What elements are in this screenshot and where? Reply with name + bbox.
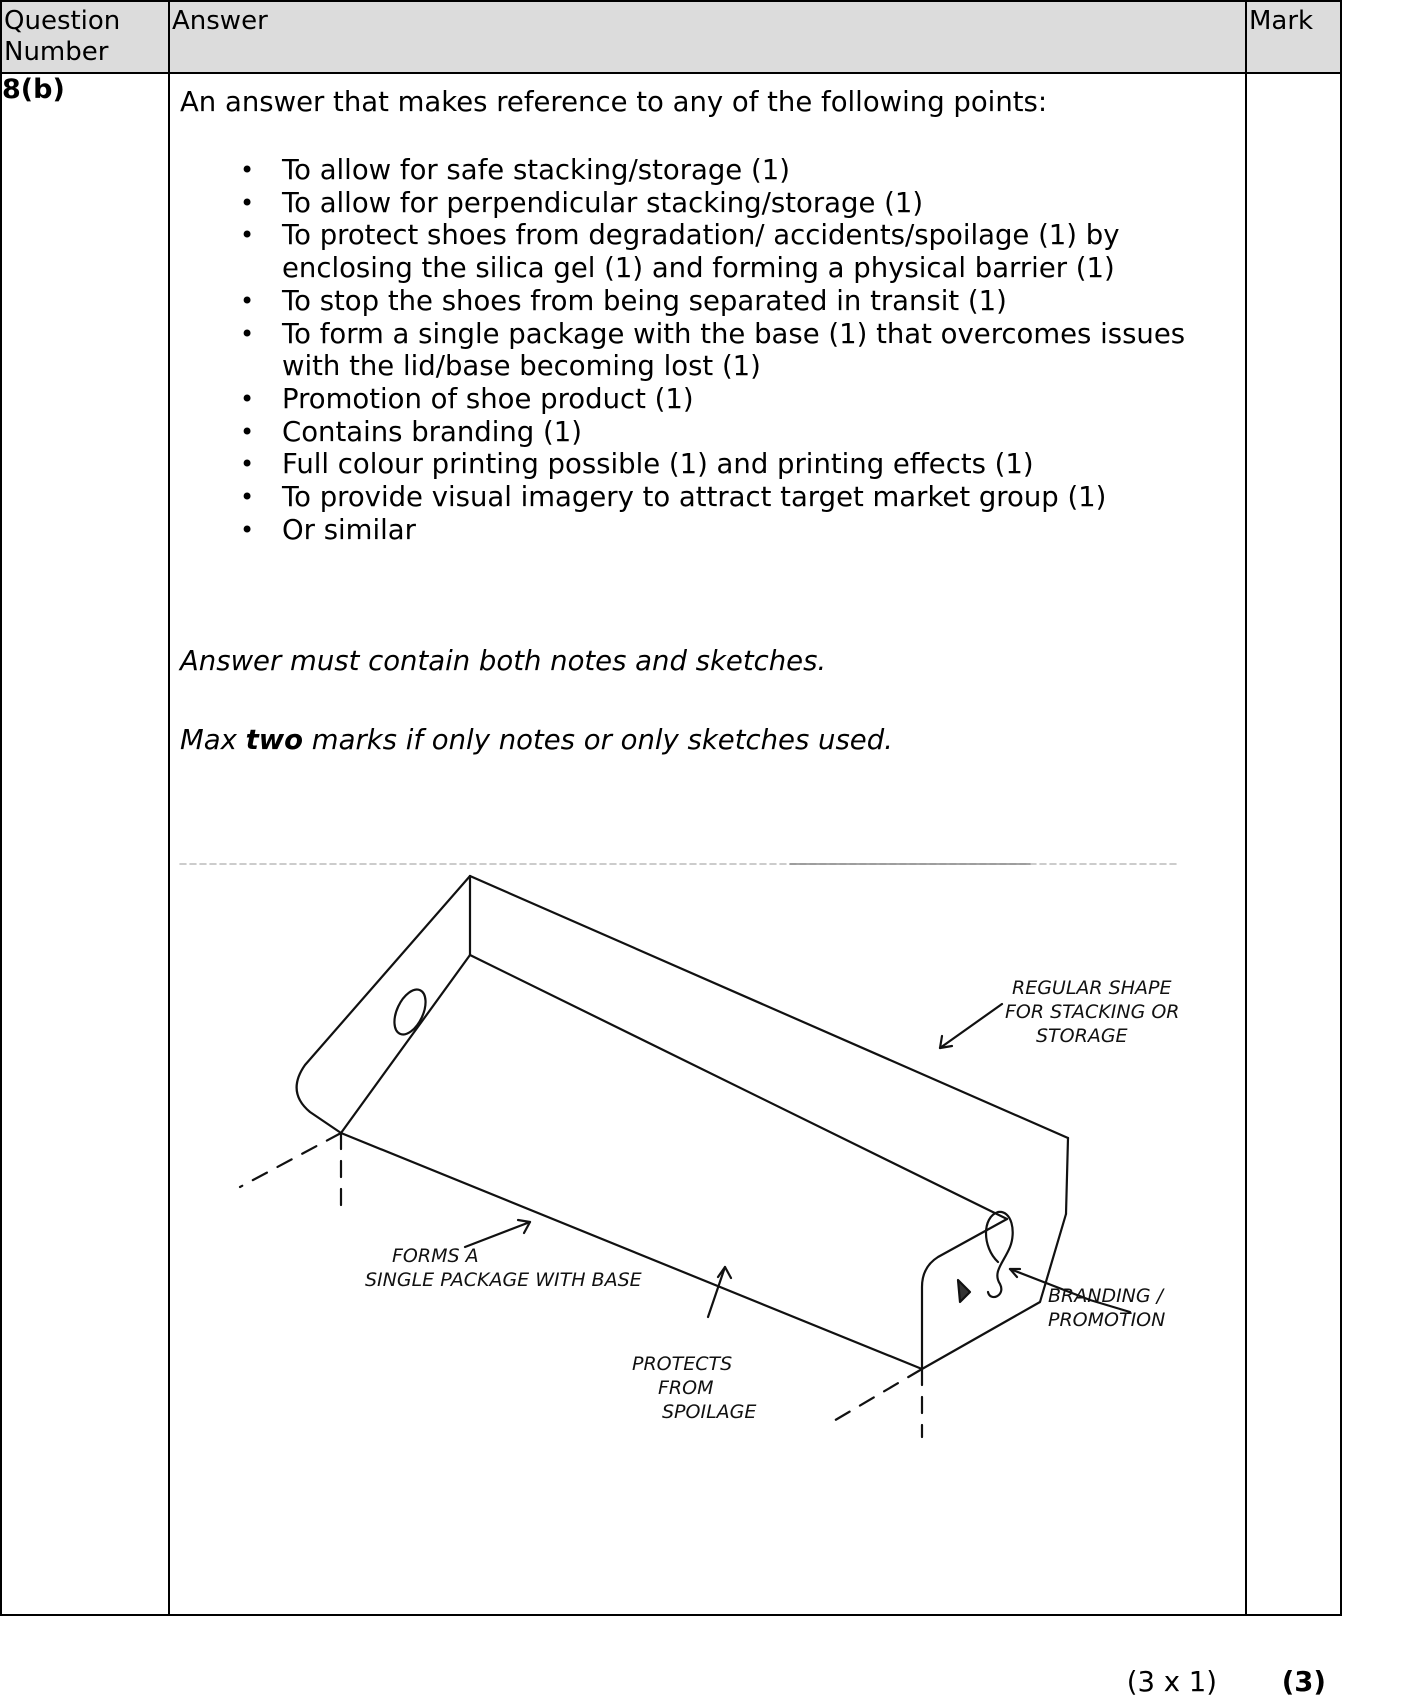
answer-point: To protect shoes from degradation/ accid… [240, 219, 1220, 284]
sketch-annotations: REGULAR SHAPE FOR STACKING OR STORAGE FO… [365, 977, 1180, 1423]
answer-point: To allow for perpendicular stacking/stor… [240, 187, 1220, 220]
question-number-header: Question Number [0, 0, 170, 74]
question-number: 8(b) [0, 72, 170, 1616]
guidance-note-max-marks: Max two marks if only notes or only sket… [180, 724, 893, 756]
answer-row: 8(b) An answer that makes reference to a… [0, 72, 1342, 1698]
answer-point: Or similar [240, 514, 1220, 547]
mark-value: (3) [1281, 1666, 1326, 1698]
answer-cell: An answer that makes reference to any of… [168, 72, 1247, 1698]
label-protects-2: FROM [658, 1377, 713, 1399]
mark-calculation: (3 x 1) [1126, 1666, 1217, 1698]
answer-point: To provide visual imagery to attract tar… [240, 481, 1220, 514]
label-branding-2: PROMOTION [1048, 1309, 1165, 1331]
mark-scheme-table: Question Number Answer Mark 8(b) An answ… [0, 0, 1342, 1616]
answer-point: Full colour printing possible (1) and pr… [240, 448, 1220, 481]
label-forms-package-1: FORMS A [392, 1245, 479, 1267]
mark-cell: (3) [1245, 72, 1342, 1698]
header-row: Question Number Answer Mark [0, 0, 1342, 74]
label-regular-shape-2: FOR STACKING OR [1005, 1001, 1180, 1023]
sketch-drawing: REGULAR SHAPE FOR STACKING OR STORAGE FO… [179, 863, 1181, 1439]
answer-point: To form a single package with the base (… [240, 318, 1220, 383]
shoebox-lid-sketch: REGULAR SHAPE FOR STACKING OR STORAGE FO… [170, 792, 1247, 1496]
guidance-note-sketches: Answer must contain both notes and sketc… [180, 645, 827, 677]
label-regular-shape-3: STORAGE [1036, 1025, 1128, 1047]
label-regular-shape-1: REGULAR SHAPE [1012, 977, 1171, 999]
answer-point: To allow for safe stacking/storage (1) [240, 154, 1220, 187]
mark-scheme-page: Question Number Answer Mark 8(b) An answ… [0, 0, 1404, 1631]
answer-intro: An answer that makes reference to any of… [180, 86, 1048, 118]
label-protects-1: PROTECTS [632, 1353, 732, 1375]
answer-points-list: To allow for safe stacking/storage (1) T… [240, 154, 1220, 546]
label-forms-package-2: SINGLE PACKAGE WITH BASE [365, 1269, 642, 1291]
label-branding-1: BRANDING / [1048, 1285, 1166, 1307]
label-protects-3: SPOILAGE [662, 1401, 756, 1423]
answer-header: Answer [168, 0, 1247, 74]
answer-point: To stop the shoes from being separated i… [240, 285, 1220, 318]
mark-header: Mark [1245, 0, 1342, 74]
answer-point: Promotion of shoe product (1) [240, 383, 1220, 416]
answer-point: Contains branding (1) [240, 416, 1220, 449]
